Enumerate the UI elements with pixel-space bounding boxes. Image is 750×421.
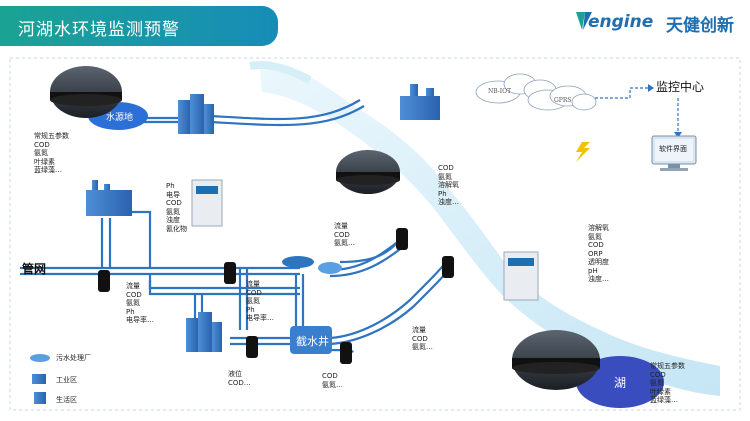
well-params-label: COD 氨氮… [322, 372, 343, 389]
residential-buildings-icon [186, 312, 222, 352]
page-title: 河湖水环境监测预警 [18, 20, 180, 40]
outfall-params-label: 流量 COD 氨氮… [412, 326, 433, 351]
legend-icons [30, 354, 50, 404]
probe-sensors [98, 228, 454, 364]
buoy-sensor-source [50, 66, 122, 118]
pump-station [282, 256, 314, 268]
legend-residential-area: 生活区 [56, 396, 77, 404]
legend-sewage-plant: 污水处理厂 [56, 354, 91, 362]
water-analyzer-cabinet [191, 179, 223, 227]
source-params-label: 常规五参数 COD 氨氮 叶绿素 蓝绿藻… [34, 132, 69, 174]
interceptor-well-label: 截水井 [296, 335, 329, 348]
level-params-label: 液位 COD… [228, 370, 251, 387]
lake-label: 湖 [614, 376, 627, 390]
shore-analyzer-cabinet [503, 251, 539, 301]
buoy-sensor-lake [512, 330, 600, 390]
pipe-params-label-2: 流量 COD 氨氮 Ph 电导率… [246, 280, 274, 322]
pipe-network-lines [20, 99, 451, 354]
banner-shape [0, 6, 278, 46]
river [260, 68, 720, 396]
comm-arrow-head [648, 84, 654, 92]
pipe-network-label: 管网 [22, 262, 47, 276]
lightning-icon [576, 142, 590, 162]
water-source-label: 水源地 [106, 113, 134, 123]
monitor-center-label: 监控中心 [656, 80, 705, 94]
buoy-sensor-river [336, 150, 400, 194]
interceptor-well-box [290, 326, 332, 354]
river-upstream [249, 61, 312, 84]
pipe-junction [318, 262, 342, 274]
legend-industrial-area: 工业区 [56, 376, 77, 384]
logo-mark-icon [576, 12, 592, 30]
title-banner: 河湖水环境监测预警 [0, 6, 278, 46]
river-params-label: COD 氨氮 溶解氧 Ph 浊度… [438, 164, 459, 206]
gprs-label: GPRS [554, 97, 572, 104]
software-ui-label: 软件界面 [659, 145, 687, 153]
plant-params-label: Ph 电导 COD 氨氮 浊度 氰化物 [166, 182, 187, 233]
shore-params-label: 溶解氧 氨氮 COD ORP 透明度 pH 浊度… [588, 224, 609, 283]
water-treatment-plant-icon [400, 84, 440, 120]
nb-iot-label: NB-IOT [488, 88, 512, 95]
comm-link-dashed [590, 87, 648, 99]
factory-icon [86, 180, 132, 216]
logo-chinese-text: 天健创新 [666, 16, 734, 36]
dashed-frame [9, 57, 741, 411]
pipe-params-label-1: 流量 COD 氨氮 Ph 电导率… [126, 282, 154, 324]
logo-english-text: engine [588, 12, 654, 32]
outlet-params-label: 流量 COD 氨氮… [334, 222, 355, 247]
computer-monitor-icon [651, 135, 697, 171]
lake-params-label: 常规五参数 COD 氨氮 叶绿素 蓝绿藻… [650, 362, 685, 404]
cloud-icon-gprs [527, 85, 597, 111]
company-logo: engine 天健创新 [576, 10, 736, 36]
city-buildings-icon [178, 94, 214, 134]
comm-arrow-down [674, 132, 682, 138]
